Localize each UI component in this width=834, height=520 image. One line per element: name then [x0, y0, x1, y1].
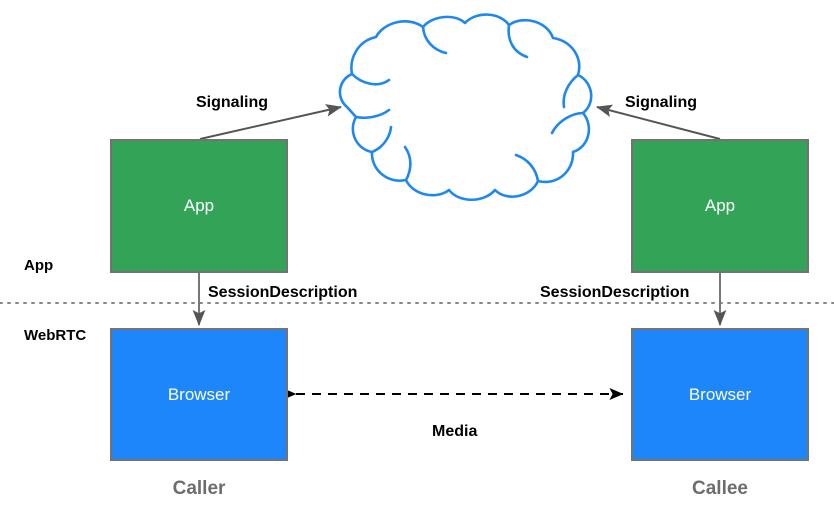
node-app-callee-label: App [704, 196, 736, 215]
signaling-cloud-icon [338, 13, 593, 202]
layer-label-webrtc: WebRTC [24, 327, 87, 344]
layer-label-app: App [24, 257, 54, 274]
signaling-arrow-left [199, 104, 342, 140]
node-browser-callee[interactable]: Browser [631, 328, 809, 461]
node-app-callee[interactable]: App [631, 139, 809, 273]
node-browser-caller[interactable]: Browser [110, 328, 288, 461]
edge-label-media: Media [432, 423, 478, 440]
node-app-caller-label: App [183, 196, 215, 215]
node-app-caller[interactable]: App [110, 139, 288, 273]
actor-label-callee: Callee [692, 478, 748, 499]
signaling-arrow-right [596, 104, 721, 140]
actor-label-caller: Caller [172, 478, 226, 499]
edge-label-signaling-left: Signaling [196, 94, 268, 111]
edge-label-sessiondescription-right: SessionDescription [540, 284, 690, 301]
node-browser-caller-label: Browser [167, 384, 231, 404]
edge-label-signaling-right: Signaling [625, 94, 697, 111]
node-browser-callee-label: Browser [688, 384, 752, 404]
edge-label-sessiondescription-left: SessionDescription [208, 284, 358, 301]
